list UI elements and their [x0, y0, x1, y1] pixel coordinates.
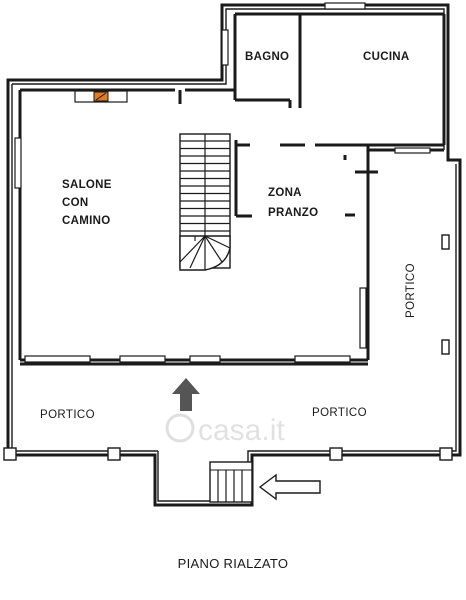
- floor-title: PIANO RIALZATO: [177, 556, 289, 571]
- label-bagno: BAGNO: [245, 51, 289, 63]
- entrance-steps: [209, 461, 253, 503]
- label-con: CON: [62, 197, 88, 209]
- label-camino: CAMINO: [62, 215, 110, 227]
- label-pranzo: PRANZO: [268, 207, 318, 219]
- label-salone: SALONE: [62, 179, 112, 191]
- portico-pillars: [3, 234, 453, 461]
- label-portico-right: PORTICO: [405, 263, 417, 318]
- label-zona: ZONA: [268, 187, 302, 199]
- watermark: casa.it: [165, 413, 285, 447]
- windows: [14, 2, 431, 363]
- room-labels: BAGNO CUCINA SALONE CON CAMINO ZONA PRAN…: [40, 51, 417, 421]
- fireplace: [74, 90, 128, 103]
- internal-staircase: [179, 133, 231, 271]
- label-cucina: CUCINA: [363, 51, 410, 63]
- label-portico-left: PORTICO: [40, 409, 95, 421]
- watermark-text: casa.it: [198, 414, 285, 447]
- entrance-arrow-icon: [172, 378, 200, 411]
- label-portico-center: PORTICO: [312, 407, 367, 419]
- access-arrow-icon: [258, 473, 321, 501]
